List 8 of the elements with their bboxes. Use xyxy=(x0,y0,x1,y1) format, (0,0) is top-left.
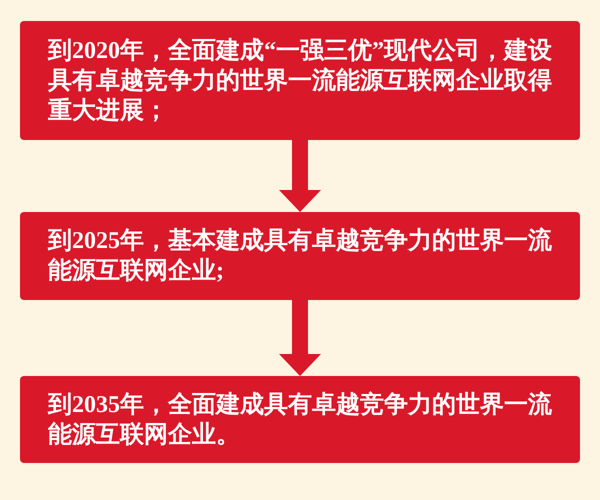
milestone-box xyxy=(20,212,580,300)
down-arrow xyxy=(279,300,321,376)
milestone-box xyxy=(20,21,580,140)
milestone-box xyxy=(20,376,580,463)
milestone-text: 到2020年，全面建成“一强三优”现代公司，建设具有卓越竞争力的世界一流能源互联网企业取得重大进展； xyxy=(48,36,553,126)
milestone-text: 到2025年，基本建成具有卓越竞争力的世界一流能源互联网企业; xyxy=(48,226,553,286)
milestone-text: 到2035年，全面建成具有卓越竞争力的世界一流能源互联网企业。 xyxy=(48,390,553,450)
down-arrow xyxy=(279,140,321,212)
